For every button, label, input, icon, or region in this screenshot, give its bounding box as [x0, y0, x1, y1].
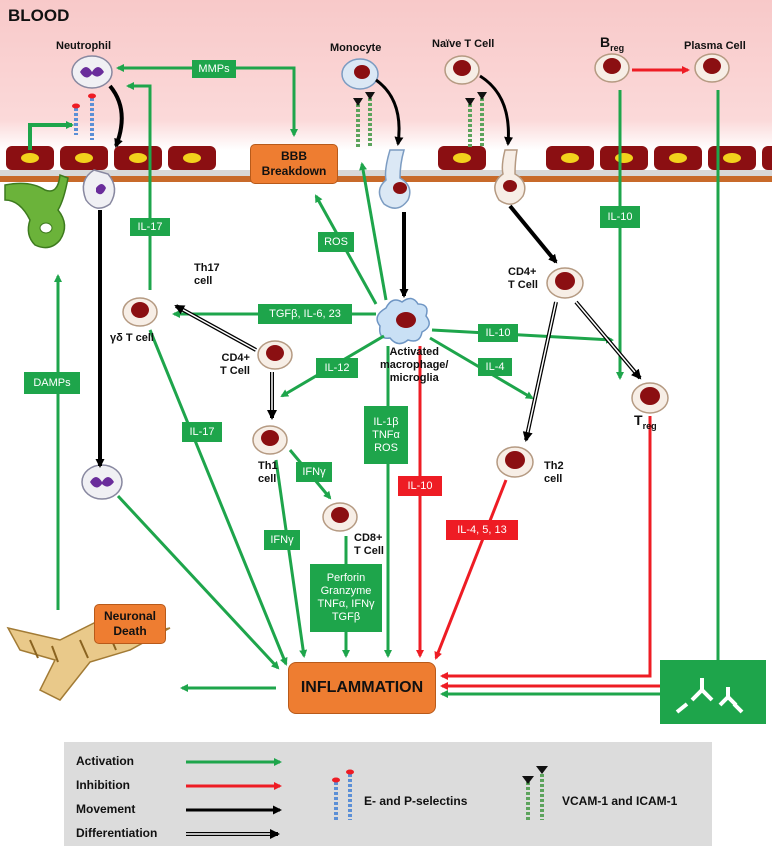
vcam-icon: [353, 92, 375, 148]
legend-inhibition: Inhibition: [76, 778, 130, 792]
il17-left-box: IL-17: [182, 422, 222, 442]
monocyte-label: Monocyte: [330, 42, 382, 54]
antibody-icon: [675, 678, 744, 714]
blood-label: BLOOD: [8, 6, 70, 25]
endothelial-nucleus: [75, 153, 93, 163]
plasma-cell-icon: [694, 53, 730, 83]
selectin-icon: [72, 93, 96, 140]
neutrophil-cell-icon: [71, 55, 113, 89]
th2-label: Th2 cell: [544, 460, 564, 485]
ifng-th1-box: IFNγ: [264, 530, 300, 550]
endothelial-nucleus: [723, 153, 741, 163]
treg-label: Treg: [634, 412, 657, 431]
naive-t-label: Naïve T Cell: [432, 38, 495, 50]
perforin-box: Perforin Granzyme TNFα, IFNγ TGFβ: [310, 564, 382, 632]
th17-label: Th17 cell: [194, 262, 220, 287]
legend-selectin-icon: [332, 769, 354, 820]
legend-movement: Movement: [76, 802, 136, 816]
endothelial-cell: [762, 146, 772, 170]
bbb-breakdown-box: BBB Breakdown: [250, 144, 338, 184]
il4513-box: IL-4, 5, 13: [446, 520, 518, 540]
monocyte-migrating-icon: [378, 149, 411, 209]
cd4-left-label: CD4+ T Cell: [220, 352, 250, 377]
il17-top-box: IL-17: [130, 218, 170, 236]
t-cell-migrating-icon: [494, 149, 526, 205]
ifng-small-box: IFNγ: [296, 462, 332, 482]
endothelial-nucleus: [669, 153, 687, 163]
gd-t-label: γδ T cell: [110, 332, 154, 344]
th1-cell-icon: [252, 425, 288, 455]
blood-region: [0, 0, 772, 150]
macrophage-icon: [376, 297, 430, 345]
b-cell-icon: [594, 53, 630, 83]
neutrophil-migrating-icon: [82, 169, 116, 209]
th2-cell-icon: [496, 446, 534, 478]
ros-box: ROS: [318, 232, 354, 252]
endothelial-nucleus: [129, 153, 147, 163]
plasma-label: Plasma Cell: [684, 40, 746, 52]
il10-green-box: IL-10: [478, 324, 518, 342]
cd4-right-label: CD4+ T Cell: [508, 266, 538, 291]
il4-box: IL-4: [478, 358, 512, 376]
cd4-right-cell-icon: [546, 267, 584, 299]
cd8-cell-icon: [322, 502, 358, 532]
neuronal-death-box: Neuronal Death: [94, 604, 166, 644]
legend-vcam: VCAM-1 and ICAM-1: [562, 794, 678, 808]
activated-label: Activated macrophage/ microglia: [380, 346, 449, 384]
endothelial-nucleus: [21, 153, 39, 163]
il10-red-box: IL-10: [398, 476, 442, 496]
endothelial-nucleus: [561, 153, 579, 163]
tgfb-box: TGFβ, IL-6, 23: [258, 304, 352, 324]
cd4-left-cell-icon: [257, 340, 293, 370]
inflammation-box: INFLAMMATION: [288, 662, 436, 714]
monocyte-cell-icon: [341, 58, 379, 90]
damps-box: DAMPs: [24, 372, 80, 394]
legend-vcam-icon: [522, 766, 548, 820]
neutrophil-tissue-icon: [81, 464, 123, 500]
neutrophil-label: Neutrophil: [56, 40, 111, 52]
breg-label: Breg: [600, 34, 625, 53]
endothelial-nucleus: [453, 153, 471, 163]
astrocyte-icon: [4, 173, 69, 249]
il12-box: IL-12: [316, 358, 358, 378]
gd-t-cell-icon: [122, 297, 158, 327]
mmps-box: MMPs: [192, 60, 236, 78]
il1b-box: IL-1β TNFα ROS: [364, 406, 408, 464]
legend-differentiation: Differentiation: [76, 826, 158, 840]
endothelial-nucleus: [615, 153, 633, 163]
endothelial-nucleus: [183, 153, 201, 163]
legend-activation: Activation: [76, 754, 135, 768]
vcam-icon-2: [465, 92, 487, 148]
il10-breg-box: IL-10: [600, 206, 640, 228]
t-cell-icon: [444, 55, 480, 85]
th1-label: Th1 cell: [258, 460, 278, 485]
cd8-label: CD8+ T Cell: [354, 532, 384, 557]
treg-cell-icon: [631, 382, 669, 414]
legend-selectins: E- and P-selectins: [364, 794, 468, 808]
